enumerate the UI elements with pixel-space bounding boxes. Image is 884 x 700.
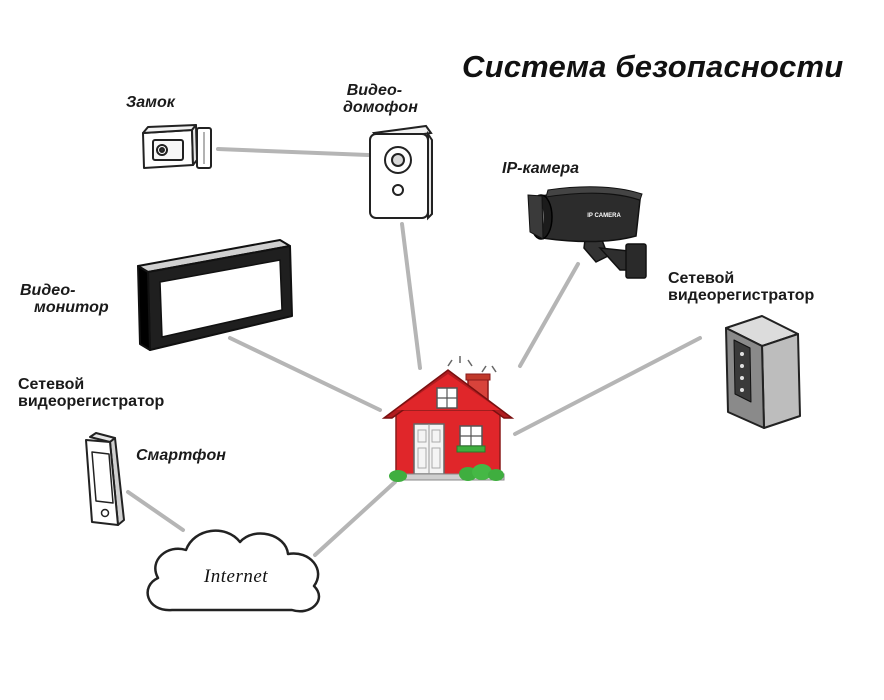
smartphone-label: Смартфон [136,447,226,464]
intercom-label: Видео- домофон [331,82,418,116]
connector-cloud-house [313,480,397,557]
connector-smartphone-cloud [126,490,185,532]
intercom-label-line-1: Видео- [346,82,403,99]
connector-intercom-house [400,222,422,370]
nvr-left-label-line-1: Сетевой [18,376,85,393]
diagram-title: Система безопасности [462,49,844,84]
lock-label: Замок [126,94,175,111]
nvr-right-label-line-1: Сетевой [668,270,735,287]
nvr-left-label: Сетевой видеорегистратор [18,376,164,410]
nvr-right-label-line-2: видеорегистратор [668,287,815,304]
monitor-label-line-1: Видео- [20,282,76,299]
video-intercom-icon [369,124,433,221]
network-video-recorder-icon [725,315,801,429]
monitor-label: Видео- монитор [20,282,109,316]
smartphone-label-text: Смартфон [136,447,226,464]
video-monitor-icon [137,239,293,351]
nvr-right-label: Сетевой видеорегистратор [668,270,814,304]
smartphone-icon [85,432,125,526]
connector-camera-house [518,262,580,368]
house-icon [381,356,515,482]
intercom-label-line-2: домофон [343,99,418,116]
door-lock-icon [142,124,212,169]
internet-label: Internet [203,566,268,587]
connector-nvr-house [513,336,702,436]
connectors [126,147,702,557]
connector-monitor-house [228,336,382,412]
camera-model-text: IP CAMERA [587,213,621,219]
ip-camera-label-text: IP-камера [502,160,580,177]
nvr-left-label-line-2: видеорегистратор [18,393,165,410]
lock-label-text: Замок [126,94,175,111]
monitor-label-line-2: монитор [34,299,109,316]
ip-camera-label: IP-камера [502,160,579,177]
ip-camera-icon: IP CAMERA [527,186,647,279]
connector-lock-intercom [216,147,370,157]
cloud-icon: Internet [146,529,321,613]
